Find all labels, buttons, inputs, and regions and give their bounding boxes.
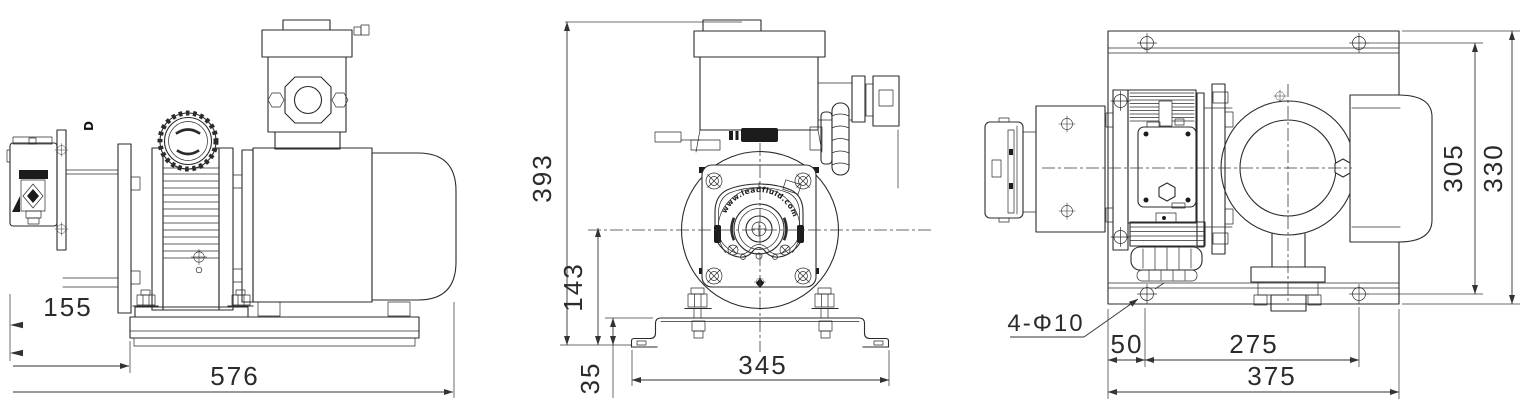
dimension-345: 345 xyxy=(631,350,890,386)
dimension-375: 375 xyxy=(1107,309,1400,399)
side-gearbox xyxy=(151,147,243,311)
top-motor-body xyxy=(1349,94,1433,243)
side-terminal-box xyxy=(261,19,370,150)
side-view: D xyxy=(6,19,457,398)
port-label: D xyxy=(82,121,96,131)
tube-port-left xyxy=(714,225,721,243)
front-terminal-box xyxy=(654,19,850,153)
dim-393-label: 393 xyxy=(527,153,557,202)
dimension-35: 35 xyxy=(560,317,653,398)
side-pump-head xyxy=(6,136,58,227)
side-base-bolt-right xyxy=(227,289,254,307)
dimension-330: 330 xyxy=(1402,30,1520,305)
arrowhead xyxy=(10,349,23,357)
hex-nut-right xyxy=(331,92,349,108)
dimension-305: 305 xyxy=(1367,42,1483,295)
top-view: 4-Φ10 305 330 50 275 xyxy=(984,30,1520,399)
side-head-mount-plate xyxy=(54,129,69,251)
dimension-576: 576 xyxy=(13,302,455,398)
side-base-bolt-left xyxy=(132,289,159,307)
dim-143-label: 143 xyxy=(558,262,588,311)
dimension-50: 50 xyxy=(1107,308,1146,399)
side-base xyxy=(129,289,420,347)
holes-callout-label: 4-Φ10 xyxy=(1007,310,1084,337)
top-controller-bracket xyxy=(1035,105,1106,233)
side-hand-knob xyxy=(157,110,219,172)
dim-155-label: 155 xyxy=(43,292,92,322)
tube-clamp-tab xyxy=(782,179,802,195)
top-speed-controller xyxy=(984,117,1037,223)
brand-logo xyxy=(741,128,778,142)
hex-plug xyxy=(1158,182,1176,202)
gearbox-bottom-fins xyxy=(1129,226,1206,241)
top-hand-knob xyxy=(1130,246,1203,282)
mount-hole xyxy=(1137,284,1157,304)
dimension-155: 155 xyxy=(9,292,131,373)
side-motor xyxy=(241,147,457,317)
tube-port-right xyxy=(797,225,804,243)
side-drive-shaft xyxy=(62,169,119,288)
top-gearbox-assembly xyxy=(1105,83,1234,282)
dim-330-label: 330 xyxy=(1478,143,1508,192)
dim-345-label: 345 xyxy=(738,350,787,380)
mount-hole xyxy=(1349,33,1369,53)
top-motor-flange xyxy=(1203,89,1356,236)
dimension-275: 275 xyxy=(1144,307,1360,367)
dim-576-label: 576 xyxy=(210,361,259,391)
mount-hole xyxy=(1137,33,1157,53)
front-mounting-bracket xyxy=(630,287,890,348)
dim-35-label: 35 xyxy=(575,362,605,395)
hex-nut-left xyxy=(267,92,285,108)
gearbox-cooling-fins xyxy=(163,173,219,259)
dim-375-label: 375 xyxy=(1247,361,1296,391)
dimension-143: 143 xyxy=(558,227,602,346)
holes-callout: 4-Φ10 xyxy=(1007,282,1165,338)
dimension-393: 393 xyxy=(527,21,742,346)
side-flange-plate xyxy=(117,143,141,314)
dim-50-label: 50 xyxy=(1111,329,1144,359)
dim-275-label: 275 xyxy=(1229,329,1278,359)
mount-hole xyxy=(1349,284,1369,304)
bracket-bolt-right xyxy=(811,287,839,339)
bracket-bolt-left xyxy=(684,287,712,339)
front-view: www.leadfluid.com xyxy=(527,19,932,398)
front-cable-gland xyxy=(817,75,900,189)
dim-305-label: 305 xyxy=(1438,143,1468,192)
front-hand-knob-edge xyxy=(809,102,850,176)
arrowhead xyxy=(10,321,23,329)
